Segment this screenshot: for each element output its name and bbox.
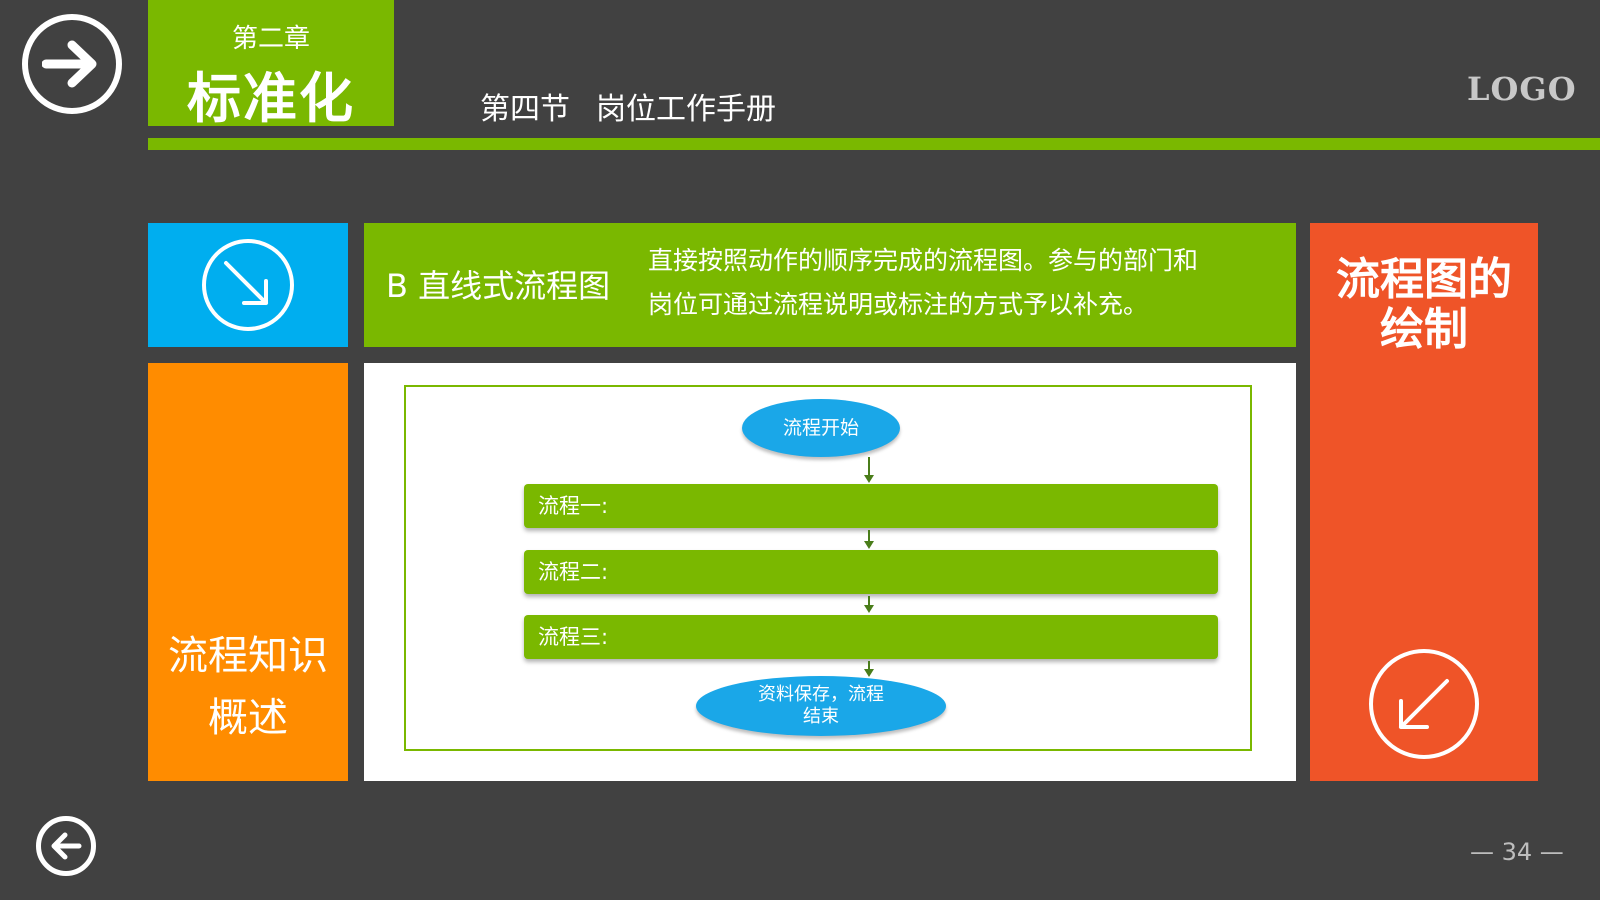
flow-arrowhead xyxy=(864,541,874,549)
description-line: 岗位可通过流程说明或标注的方式予以补充。 xyxy=(648,290,1149,319)
flow-start-node: 流程开始 xyxy=(742,399,900,457)
flow-connector xyxy=(868,530,870,542)
flow-step: 流程一: xyxy=(524,484,1218,528)
flowchart-frame: 流程开始 流程一: 流程二: 流程三: 资料保存，流程 结束 xyxy=(404,385,1252,751)
arrow-left-circle-icon xyxy=(51,832,82,860)
flow-end-label: 资料保存，流程 xyxy=(758,684,884,705)
section-label: 第四节 xyxy=(480,92,570,127)
flow-step: 流程二: xyxy=(524,550,1218,594)
flow-step: 流程三: xyxy=(524,615,1218,659)
flow-step-label: 流程二: xyxy=(538,560,609,584)
page-number: — 34 — xyxy=(1470,838,1564,866)
flow-connector xyxy=(868,596,870,607)
arrow-down-left-icon xyxy=(1369,649,1479,759)
section-title: 岗位工作手册 xyxy=(596,92,776,127)
flow-connector xyxy=(868,457,870,477)
overview-line: 概述 xyxy=(208,695,288,741)
forward-nav-button[interactable] xyxy=(22,14,122,114)
drawing-title-line: 绘制 xyxy=(1380,304,1468,355)
overview-tile-label: 流程知识 概述 xyxy=(148,625,348,749)
logo: LOGO xyxy=(1467,70,1577,108)
arrow-right-circle-icon xyxy=(42,40,97,88)
flowchart-panel: 流程开始 流程一: 流程二: 流程三: 资料保存，流程 结束 xyxy=(364,363,1296,781)
flow-arrowhead xyxy=(864,669,874,677)
drawing-title-line: 流程图的 xyxy=(1336,254,1512,305)
back-nav-button[interactable] xyxy=(36,816,96,876)
drawing-tile-title: 流程图的 绘制 xyxy=(1310,255,1538,355)
section-heading: 第四节岗位工作手册 xyxy=(480,84,776,128)
description-line: 直接按照动作的顺序完成的流程图。参与的部门和 xyxy=(648,246,1199,275)
flow-arrowhead xyxy=(864,475,874,483)
flow-step-label: 流程一: xyxy=(538,494,609,518)
flow-end-node: 资料保存，流程 结束 xyxy=(696,676,946,736)
header-divider xyxy=(148,138,1600,150)
flow-connector xyxy=(868,661,870,671)
flow-step-label: 流程三: xyxy=(538,625,609,649)
heading-tile: B 直线式流程图 直接按照动作的顺序完成的流程图。参与的部门和 岗位可通过流程说… xyxy=(364,223,1296,347)
chapter-badge: 第二章 标准化 xyxy=(148,0,394,130)
chapter-subtitle: 第二章 xyxy=(231,24,310,54)
content-description: 直接按照动作的顺序完成的流程图。参与的部门和 岗位可通过流程说明或标注的方式予以… xyxy=(648,239,1268,327)
flow-start-label: 流程开始 xyxy=(782,417,859,439)
flow-arrowhead xyxy=(864,605,874,613)
blue-tile xyxy=(148,223,348,347)
drawing-tile[interactable]: 流程图的 绘制 xyxy=(1310,223,1538,781)
overview-line: 流程知识 xyxy=(168,633,328,679)
overview-tile[interactable]: 流程知识 概述 xyxy=(148,363,348,781)
content-heading: B 直线式流程图 xyxy=(386,267,611,305)
chapter-title: 标准化 xyxy=(187,67,355,130)
flow-end-label: 结束 xyxy=(803,706,839,727)
arrow-down-right-icon xyxy=(202,239,294,331)
